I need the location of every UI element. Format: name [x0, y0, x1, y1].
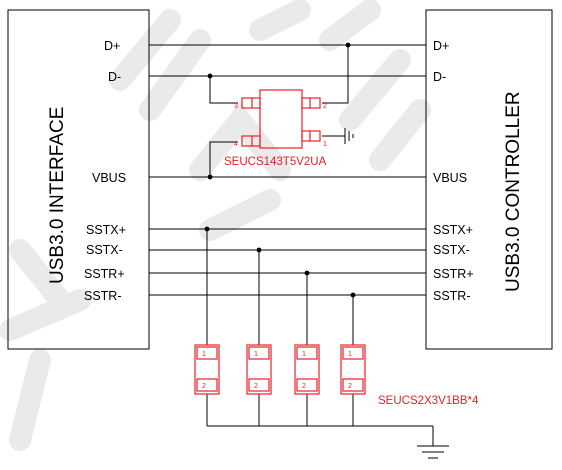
signal-wires: [149, 44, 426, 296]
interface-box: [7, 9, 150, 350]
interface-pin-sstr-minus: SSTR-: [84, 289, 122, 303]
tvs-part-label: SEUCS2X3V1BB*4: [378, 395, 479, 407]
tvs3-pin1: 1: [302, 351, 306, 358]
esd-pin1-number: 1: [323, 141, 327, 148]
esd-array-component: 3 2 4 1: [234, 89, 327, 149]
controller-title: USB3.0 CONTROLLER: [503, 91, 524, 292]
tvs-diode-2: 1 2: [246, 344, 272, 395]
interface-pin-sstx-plus: SSTX+: [86, 223, 126, 237]
controller-pin-vbus: VBUS: [433, 171, 467, 185]
tvs-diode-3: 1 2: [294, 344, 320, 395]
tvs2-pin1: 1: [254, 351, 258, 358]
tvs2-pin2: 2: [254, 383, 258, 390]
tvs4-pin2: 2: [348, 383, 352, 390]
tvs-wiring: [204, 226, 449, 459]
controller-pin-sstx-minus: SSTX-: [433, 243, 470, 257]
esd-pin2-number: 2: [323, 103, 327, 110]
tvs-diode-1: 1 2: [194, 344, 220, 395]
esd-array-part-label: SEUCS143T5V2UA: [224, 156, 327, 168]
tvs4-pin1: 1: [348, 351, 352, 358]
tvs1-pin2: 2: [202, 383, 206, 390]
interface-pin-dplus: D+: [104, 39, 120, 53]
controller-pin-sstr-minus: SSTR-: [433, 289, 471, 303]
controller-pin-sstx-plus: SSTX+: [433, 223, 473, 237]
controller-pin-dplus: D+: [433, 39, 449, 53]
watermark: [0, 0, 431, 451]
esd-pin4-number: 4: [234, 141, 238, 148]
interface-pin-vbus: VBUS: [92, 171, 126, 185]
tvs1-pin1: 1: [202, 351, 206, 358]
tvs-diode-4: 1 2: [340, 344, 366, 395]
controller-pin-sstr-plus: SSTR+: [433, 267, 474, 281]
interface-title: USB3.0 INTERFACE: [47, 107, 68, 284]
interface-pin-sstr-plus: SSTR+: [84, 267, 125, 281]
interface-pin-dminus: D-: [108, 70, 121, 84]
esd-array-wiring: [207, 42, 354, 180]
esd-pin3-number: 3: [234, 103, 238, 110]
tvs3-pin2: 2: [302, 383, 306, 390]
controller-pin-dminus: D-: [433, 70, 446, 84]
controller-box: [425, 9, 553, 350]
interface-pin-sstx-minus: SSTX-: [86, 243, 123, 257]
